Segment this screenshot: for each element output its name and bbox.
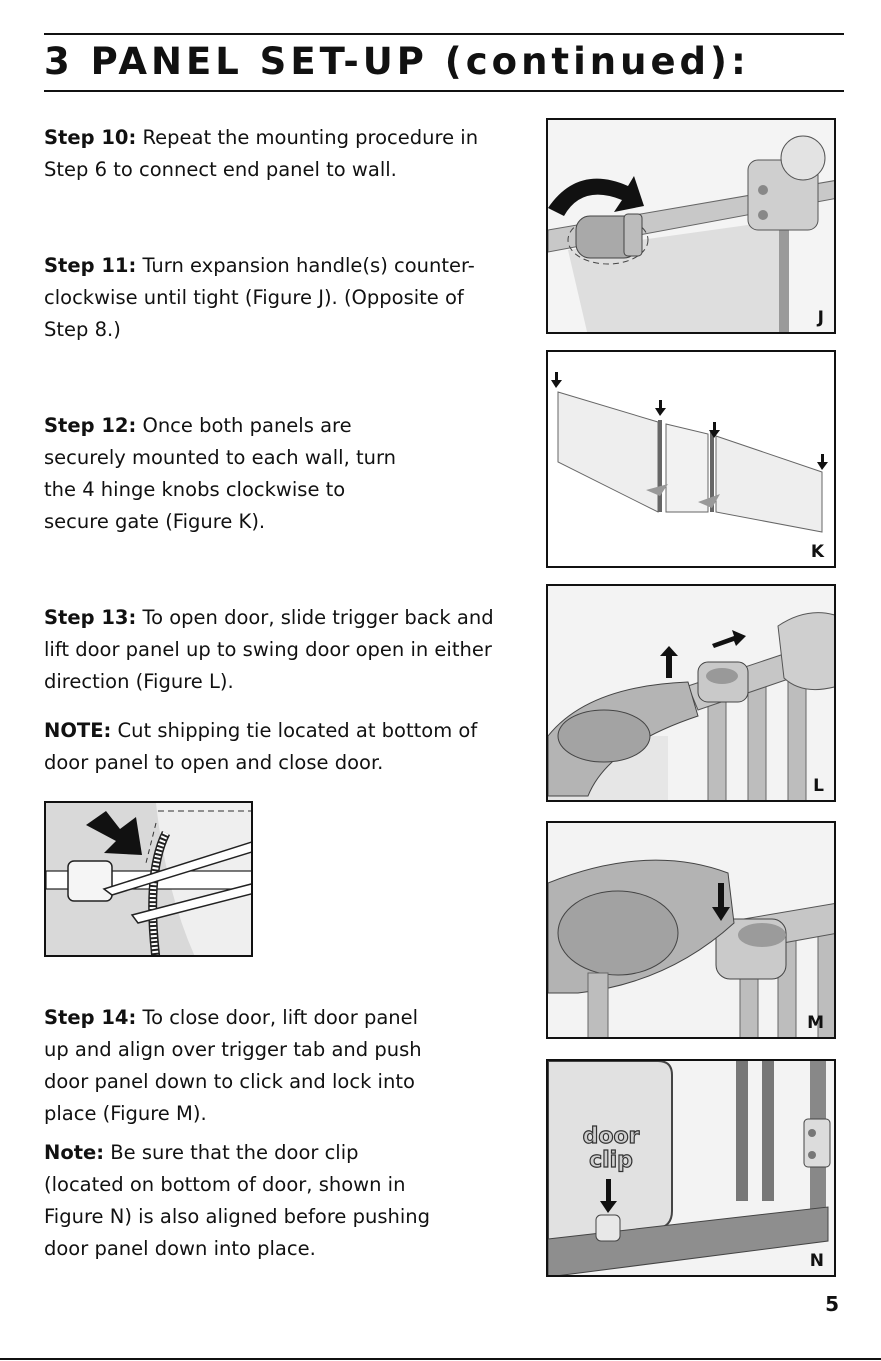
step-13-text: To open door, slide trigger back and lif… [44, 606, 494, 693]
down-arrow-icon [712, 907, 730, 921]
step-11-label: Step 11: [44, 254, 137, 277]
figure-m: M [546, 821, 836, 1039]
note-shipping-tie: NOTE: Cut shipping tie located at bottom… [44, 715, 524, 779]
figure-k-letter: K [810, 542, 824, 562]
door-clip-label-line1: door [582, 1124, 640, 1149]
inset-shipping-tie-illustration [44, 801, 253, 957]
figure-j-drawing [548, 120, 834, 332]
shipping-tie-drawing [46, 803, 251, 955]
arrow-icon [551, 380, 562, 388]
note-text: Cut shipping tie located at bottom of do… [44, 719, 478, 774]
step-10-text: Repeat the mounting procedure in Step 6 … [44, 126, 479, 181]
page-title: 3 PANEL SET-UP (continued): [44, 40, 750, 83]
right-arrow-icon [712, 630, 746, 648]
top-rule [44, 33, 844, 35]
note-door-clip-text: Be sure that the door clip (located on b… [44, 1141, 431, 1260]
note-label: NOTE: [44, 719, 112, 742]
title-rule [44, 90, 844, 92]
figure-n-letter: N [809, 1251, 824, 1271]
step-14-label: Step 14: [44, 1006, 137, 1029]
step-11: Step 11: Turn expansion handle(s) counte… [44, 250, 484, 346]
step-14: Step 14: To close door, lift door panel … [44, 1002, 424, 1130]
figure-k: K [546, 350, 836, 568]
down-arrow-icon [600, 1201, 617, 1213]
figure-m-letter: M [807, 1013, 824, 1033]
figure-l-letter: L [813, 776, 824, 796]
rotate-arrow-icon [548, 176, 644, 216]
note-door-clip-label: Note: [44, 1141, 105, 1164]
figure-n-drawing [548, 1061, 834, 1275]
step-10-label: Step 10: [44, 126, 137, 149]
step-13-label: Step 13: [44, 606, 137, 629]
step-11-text: Turn expansion handle(s) counter-clockwi… [44, 254, 475, 341]
door-clip-label: door clip [548, 1124, 674, 1173]
figure-j: J [546, 118, 836, 334]
figure-k-drawing [551, 372, 828, 533]
note-door-clip: Note: Be sure that the door clip (locate… [44, 1137, 434, 1265]
page-number: 5 [825, 1292, 839, 1316]
figure-m-drawing [548, 823, 834, 1037]
step-10: Step 10: Repeat the mounting procedure i… [44, 122, 514, 186]
bottom-rule [0, 1358, 881, 1360]
figure-l: L [546, 584, 836, 802]
step-14-text: To close door, lift door panel up and al… [44, 1006, 422, 1125]
door-clip-label-line2: clip [588, 1148, 633, 1173]
figure-n: door clip N [546, 1059, 836, 1277]
step-12: Step 12: Once both panels are securely m… [44, 410, 414, 538]
figure-l-drawing [548, 586, 834, 800]
step-12-label: Step 12: [44, 414, 137, 437]
step-13: Step 13: To open door, slide trigger bac… [44, 602, 504, 698]
arrow-icon [86, 811, 142, 855]
step-12-text: Once both panels are securely mounted to… [44, 414, 397, 533]
up-arrow-icon [660, 646, 678, 656]
figure-j-letter: J [817, 308, 824, 328]
